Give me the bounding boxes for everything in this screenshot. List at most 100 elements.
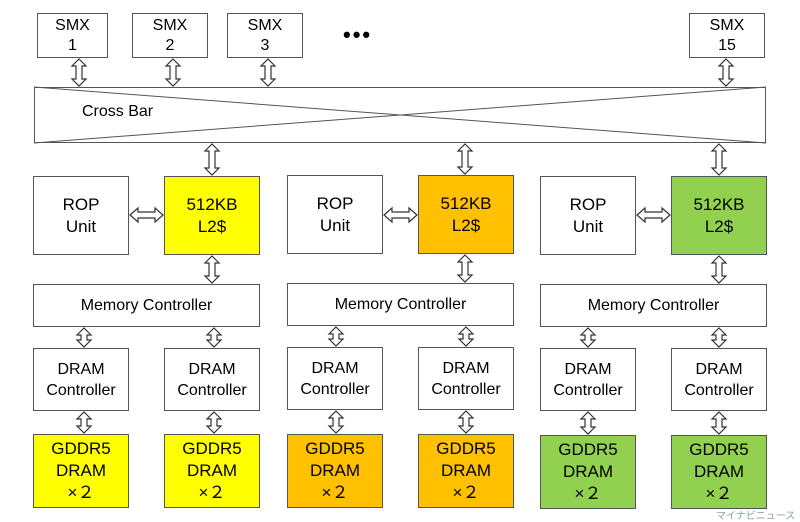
dram-controller-2a: DRAM Controller [287,347,383,410]
gddr5-dram-3a-line3: ×２ [574,484,602,503]
memory-controller-1-label: Memory Controller [80,296,213,314]
smx-ellipsis: ••• [343,22,373,47]
smx-15-box: SMX 15 [689,13,765,58]
dram-controller-2b-line1: DRAM [442,359,490,377]
gddr5-dram-2b-line2: DRAM [440,461,492,480]
rop-unit-3: ROP Unit [540,176,636,255]
gddr5-dram-2a-line3: ×２ [321,483,349,502]
rop-unit-1: ROP Unit [33,176,129,255]
dram-controller-1a: DRAM Controller [33,348,129,411]
dram-controller-3b-line1: DRAM [695,360,743,378]
rop-unit-2-line2: Unit [319,215,351,235]
l2-cache-1-size: 512KB [186,194,238,214]
gddr5-dram-3b-line2: DRAM [693,462,745,481]
smx-2-box: SMX 2 [132,13,208,58]
dram-controller-2a-line1: DRAM [311,359,359,377]
dram-controller-3a-line1: DRAM [564,360,612,378]
gddr5-dram-2b-line3: ×２ [452,483,480,502]
gddr5-dram-3b: GDDR5 DRAM ×２ [671,435,767,509]
mc-dram-ctrl-arrow-3 [327,326,345,347]
dram-controller-2a-line2: Controller [300,380,370,398]
smx-1-number: 1 [68,36,77,54]
memory-controller-2-label: Memory Controller [334,295,467,313]
rop-l2-2-arrow [383,206,418,224]
smx-3-box: SMX 3 [227,13,303,58]
dram-controller-3a-line2: Controller [553,381,623,399]
rop-unit-2: ROP Unit [287,175,383,254]
crossbar-l2-2-arrow [456,143,474,175]
memory-controller-1: Memory Controller [33,284,260,327]
gddr5-dram-3b-line1: GDDR5 [689,440,749,459]
gddr5-dram-1b-line1: GDDR5 [182,439,242,458]
rop-unit-1-line2: Unit [65,216,97,236]
gddr5-dram-3a: GDDR5 DRAM ×２ [540,435,636,509]
gddr5-dram-1a-line3: ×２ [67,483,95,502]
l2-cache-1-label: L2$ [197,216,227,236]
dram-controller-1a-line1: DRAM [57,360,105,378]
crossbar-diagonal-2 [33,86,767,144]
mc-dram-ctrl-arrow-5 [579,327,597,348]
crossbar-l2-1-arrow [203,143,221,176]
dram-controller-2b: DRAM Controller [418,347,514,410]
rop-unit-2-line1: ROP [316,193,354,213]
l2-cache-3: 512KB L2$ [671,176,767,255]
gddr5-dram-1a: GDDR5 DRAM ×２ [33,434,129,508]
smx-3-number: 3 [260,36,270,54]
publisher-watermark: マイナビニュース [716,511,796,522]
dram-controller-3b-line2: Controller [684,381,754,399]
crossbar-label: Cross Bar [82,103,154,120]
smx-15-number: 15 [718,36,736,54]
dram-controller-3b: DRAM Controller [671,348,767,411]
l2-mc-3-arrow [710,255,728,284]
smx-3-label: SMX [247,16,283,34]
dram-controller-1b-line2: Controller [177,381,247,399]
dram-controller-1b-line1: DRAM [188,360,236,378]
gddr5-dram-3a-line2: DRAM [562,462,614,481]
smx-1-label: SMX [55,16,90,34]
smx-15-crossbar-arrow [717,58,735,87]
l2-cache-3-size: 512KB [693,194,745,214]
l2-cache-2-label: L2$ [451,215,481,235]
smx-2-number: 2 [165,36,175,54]
l2-cache-1: 512KB L2$ [164,176,260,255]
smx-1-box: SMX 1 [37,13,108,58]
l2-mc-1-arrow [203,255,221,284]
l2-mc-2-arrow [456,254,474,283]
rop-unit-3-line1: ROP [569,194,607,214]
mc-dram-ctrl-arrow-6 [710,327,728,348]
dram-ctrl-gddr-arrow-5 [579,411,597,435]
smx-15-label: SMX [709,16,745,34]
gddr5-dram-3b-line3: ×２ [705,484,733,503]
gddr5-dram-1b-line2: DRAM [186,461,238,480]
dram-ctrl-gddr-arrow-2 [205,411,223,434]
crossbar-l2-3-arrow [710,143,728,176]
rop-l2-3-arrow [636,206,671,224]
gddr5-dram-3a-line1: GDDR5 [558,440,618,459]
l2-cache-3-label: L2$ [704,216,734,236]
rop-unit-3-line2: Unit [572,216,604,236]
gddr5-dram-2a-line2: DRAM [309,461,361,480]
dram-ctrl-gddr-arrow-1 [75,411,93,434]
smx-2-crossbar-arrow [164,58,182,87]
rop-unit-1-line1: ROP [62,194,100,214]
l2-cache-2-size: 512KB [440,193,492,213]
mc-dram-ctrl-arrow-2 [205,327,223,348]
l2-cache-2: 512KB L2$ [418,175,514,254]
gddr5-dram-2b-line1: GDDR5 [436,439,496,458]
dram-controller-1b: DRAM Controller [164,348,260,411]
crossbar-box [34,87,766,143]
dram-ctrl-gddr-arrow-3 [327,410,345,434]
memory-controller-2: Memory Controller [287,283,514,326]
rop-l2-1-arrow [129,206,164,224]
dram-ctrl-gddr-arrow-6 [710,411,728,435]
gddr5-dram-2b: GDDR5 DRAM ×２ [418,434,514,508]
dram-controller-3a: DRAM Controller [540,348,636,411]
gddr5-dram-2a: GDDR5 DRAM ×２ [287,434,383,508]
memory-controller-3: Memory Controller [540,284,767,327]
mc-dram-ctrl-arrow-1 [75,327,93,348]
mc-dram-ctrl-arrow-4 [457,326,475,347]
gddr5-dram-1a-line2: DRAM [55,461,107,480]
gddr5-dram-1b-line3: ×２ [198,483,226,502]
dram-controller-2b-line2: Controller [431,380,501,398]
